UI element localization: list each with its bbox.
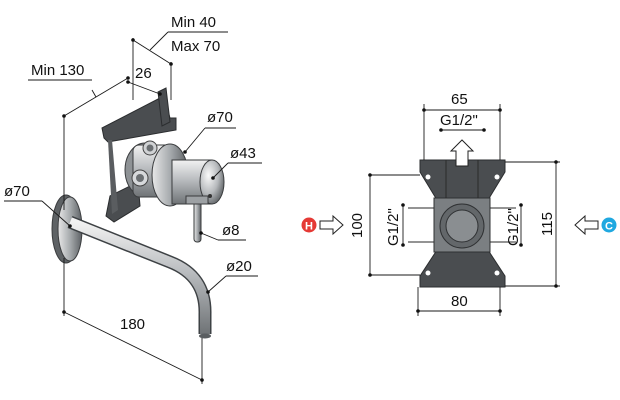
dim-100: 100 (349, 173, 420, 277)
label-min130: Min 130 (31, 62, 84, 79)
label-d43: ø43 (230, 145, 256, 162)
dim-d43: ø43 (211, 145, 262, 180)
dim-thread-left: G1/2" (385, 203, 405, 247)
dim-d70-rosette: ø70 (183, 109, 236, 154)
dim-26: 26 (126, 65, 162, 96)
outlet-arrow-icon (449, 139, 475, 167)
dim-80: 80 (416, 287, 502, 316)
dim-thread-top: G1/2" (439, 112, 486, 167)
hot-badge-label: H (305, 221, 313, 233)
spout-rosette (51, 194, 83, 264)
label-thread-left: G1/2" (385, 208, 402, 246)
label-max70: Max 70 (171, 38, 220, 55)
label-26: 26 (135, 65, 152, 82)
label-thread-top: G1/2" (440, 112, 478, 129)
hot-arrow-icon (319, 214, 344, 236)
label-100: 100 (349, 213, 366, 238)
label-d20: ø20 (226, 258, 252, 275)
mounting-bracket (101, 87, 177, 223)
dim-min40-max70: Min 40 Max 70 (131, 14, 228, 100)
dim-180: 180 (62, 258, 204, 384)
label-80: 80 (451, 293, 468, 310)
label-65: 65 (451, 91, 468, 108)
label-d70-wall: ø70 (4, 183, 30, 200)
hot-badge (301, 217, 317, 233)
dim-d70-wall: ø70 (4, 183, 72, 228)
lever (185, 195, 209, 243)
spout (67, 215, 212, 339)
label-115: 115 (539, 212, 556, 236)
cold-arrow-icon (574, 214, 599, 236)
cold-badge-label: C (605, 221, 613, 233)
dim-thread-right: G1/2" (505, 203, 523, 247)
label-180: 180 (120, 316, 145, 333)
dim-d20: ø20 (206, 258, 258, 294)
cold-badge (601, 217, 617, 233)
label-min40: Min 40 (171, 14, 216, 31)
label-d8: ø8 (222, 222, 240, 239)
front-view: 65 G1/2" G1/2" G1/2" (301, 91, 617, 316)
dim-min130: Min 130 (28, 62, 130, 210)
hot-inlet: H (301, 214, 344, 236)
dim-115: 115 (505, 160, 560, 288)
side-view: Min 40 Max 70 26 Min 130 ø70 (4, 14, 262, 384)
cold-inlet: C (574, 214, 617, 236)
label-d70-rosette: ø70 (207, 109, 233, 126)
dim-65: 65 (422, 91, 502, 160)
dim-d8: ø8 (199, 222, 246, 241)
label-thread-right: G1/2" (505, 208, 522, 246)
